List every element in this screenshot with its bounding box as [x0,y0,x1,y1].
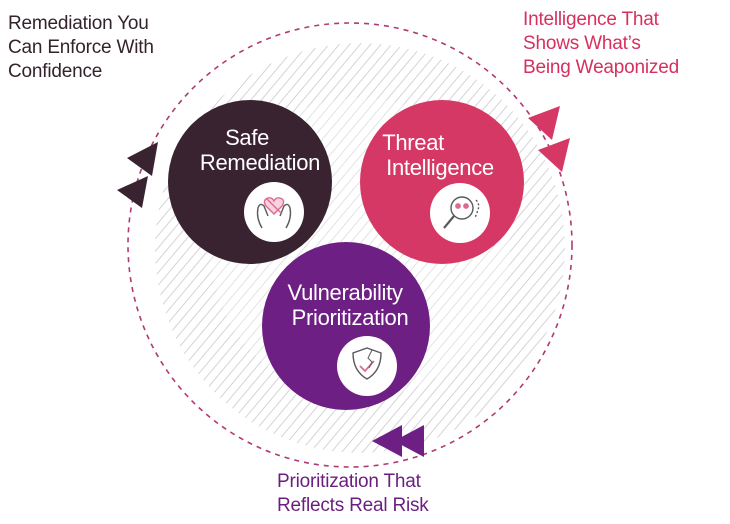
caption-prioritization-line-1: Prioritization That [277,471,421,492]
caption-remediation: Remediation You Can Enforce With Confide… [8,12,154,84]
svg-text:Vulnerability Prioritiza: Vulnerability Prioritization [288,280,409,330]
arrow-left-top-icon [117,142,158,208]
caption-intelligence: Intelligence That Shows What’s Being Wea… [523,8,679,80]
caption-prioritization: Prioritization That Reflects Real Risk [277,470,429,518]
shield-check-icon [352,347,382,380]
hands-heart-icon [256,197,292,229]
caption-intelligence-line-2: Shows What’s [523,33,641,54]
circle-vulnerability-prioritization: Vulnerability Prioritization [262,242,430,410]
arrow-right-top-icon [528,106,570,172]
caption-prioritization-line-2: Reflects Real Risk [277,495,429,516]
magnifier-skull-icon [443,196,480,229]
vulnerability-prioritization-line-1: Vulnerability [288,280,403,305]
circle-safe-remediation: Safe Remediation [168,100,332,264]
threat-intelligence-line-1: Threat [382,130,444,155]
caption-remediation-line-3: Confidence [8,61,103,82]
caption-remediation-line-2: Can Enforce With [8,37,154,58]
vulnerability-prioritization-line-2: Prioritization [292,305,409,330]
safe-remediation-line-2: Remediation [200,150,320,175]
circle-threat-intelligence: Threat Intelligence [360,100,524,264]
caption-intelligence-line-1: Intelligence That [523,9,659,30]
svg-text:Threat Intelligence: Threat Intelligence [382,130,494,180]
caption-intelligence-line-3: Being Weaponized [523,57,679,78]
dashed-cycle-ring [127,22,573,468]
threat-intelligence-line-2: Intelligence [386,155,494,180]
safe-remediation-line-1: Safe [225,125,269,150]
svg-text:Safe Remediation: Safe Remediation [200,125,320,175]
caption-remediation-line-1: Remediation You [8,13,149,34]
arrow-bottom-icon [372,425,424,457]
